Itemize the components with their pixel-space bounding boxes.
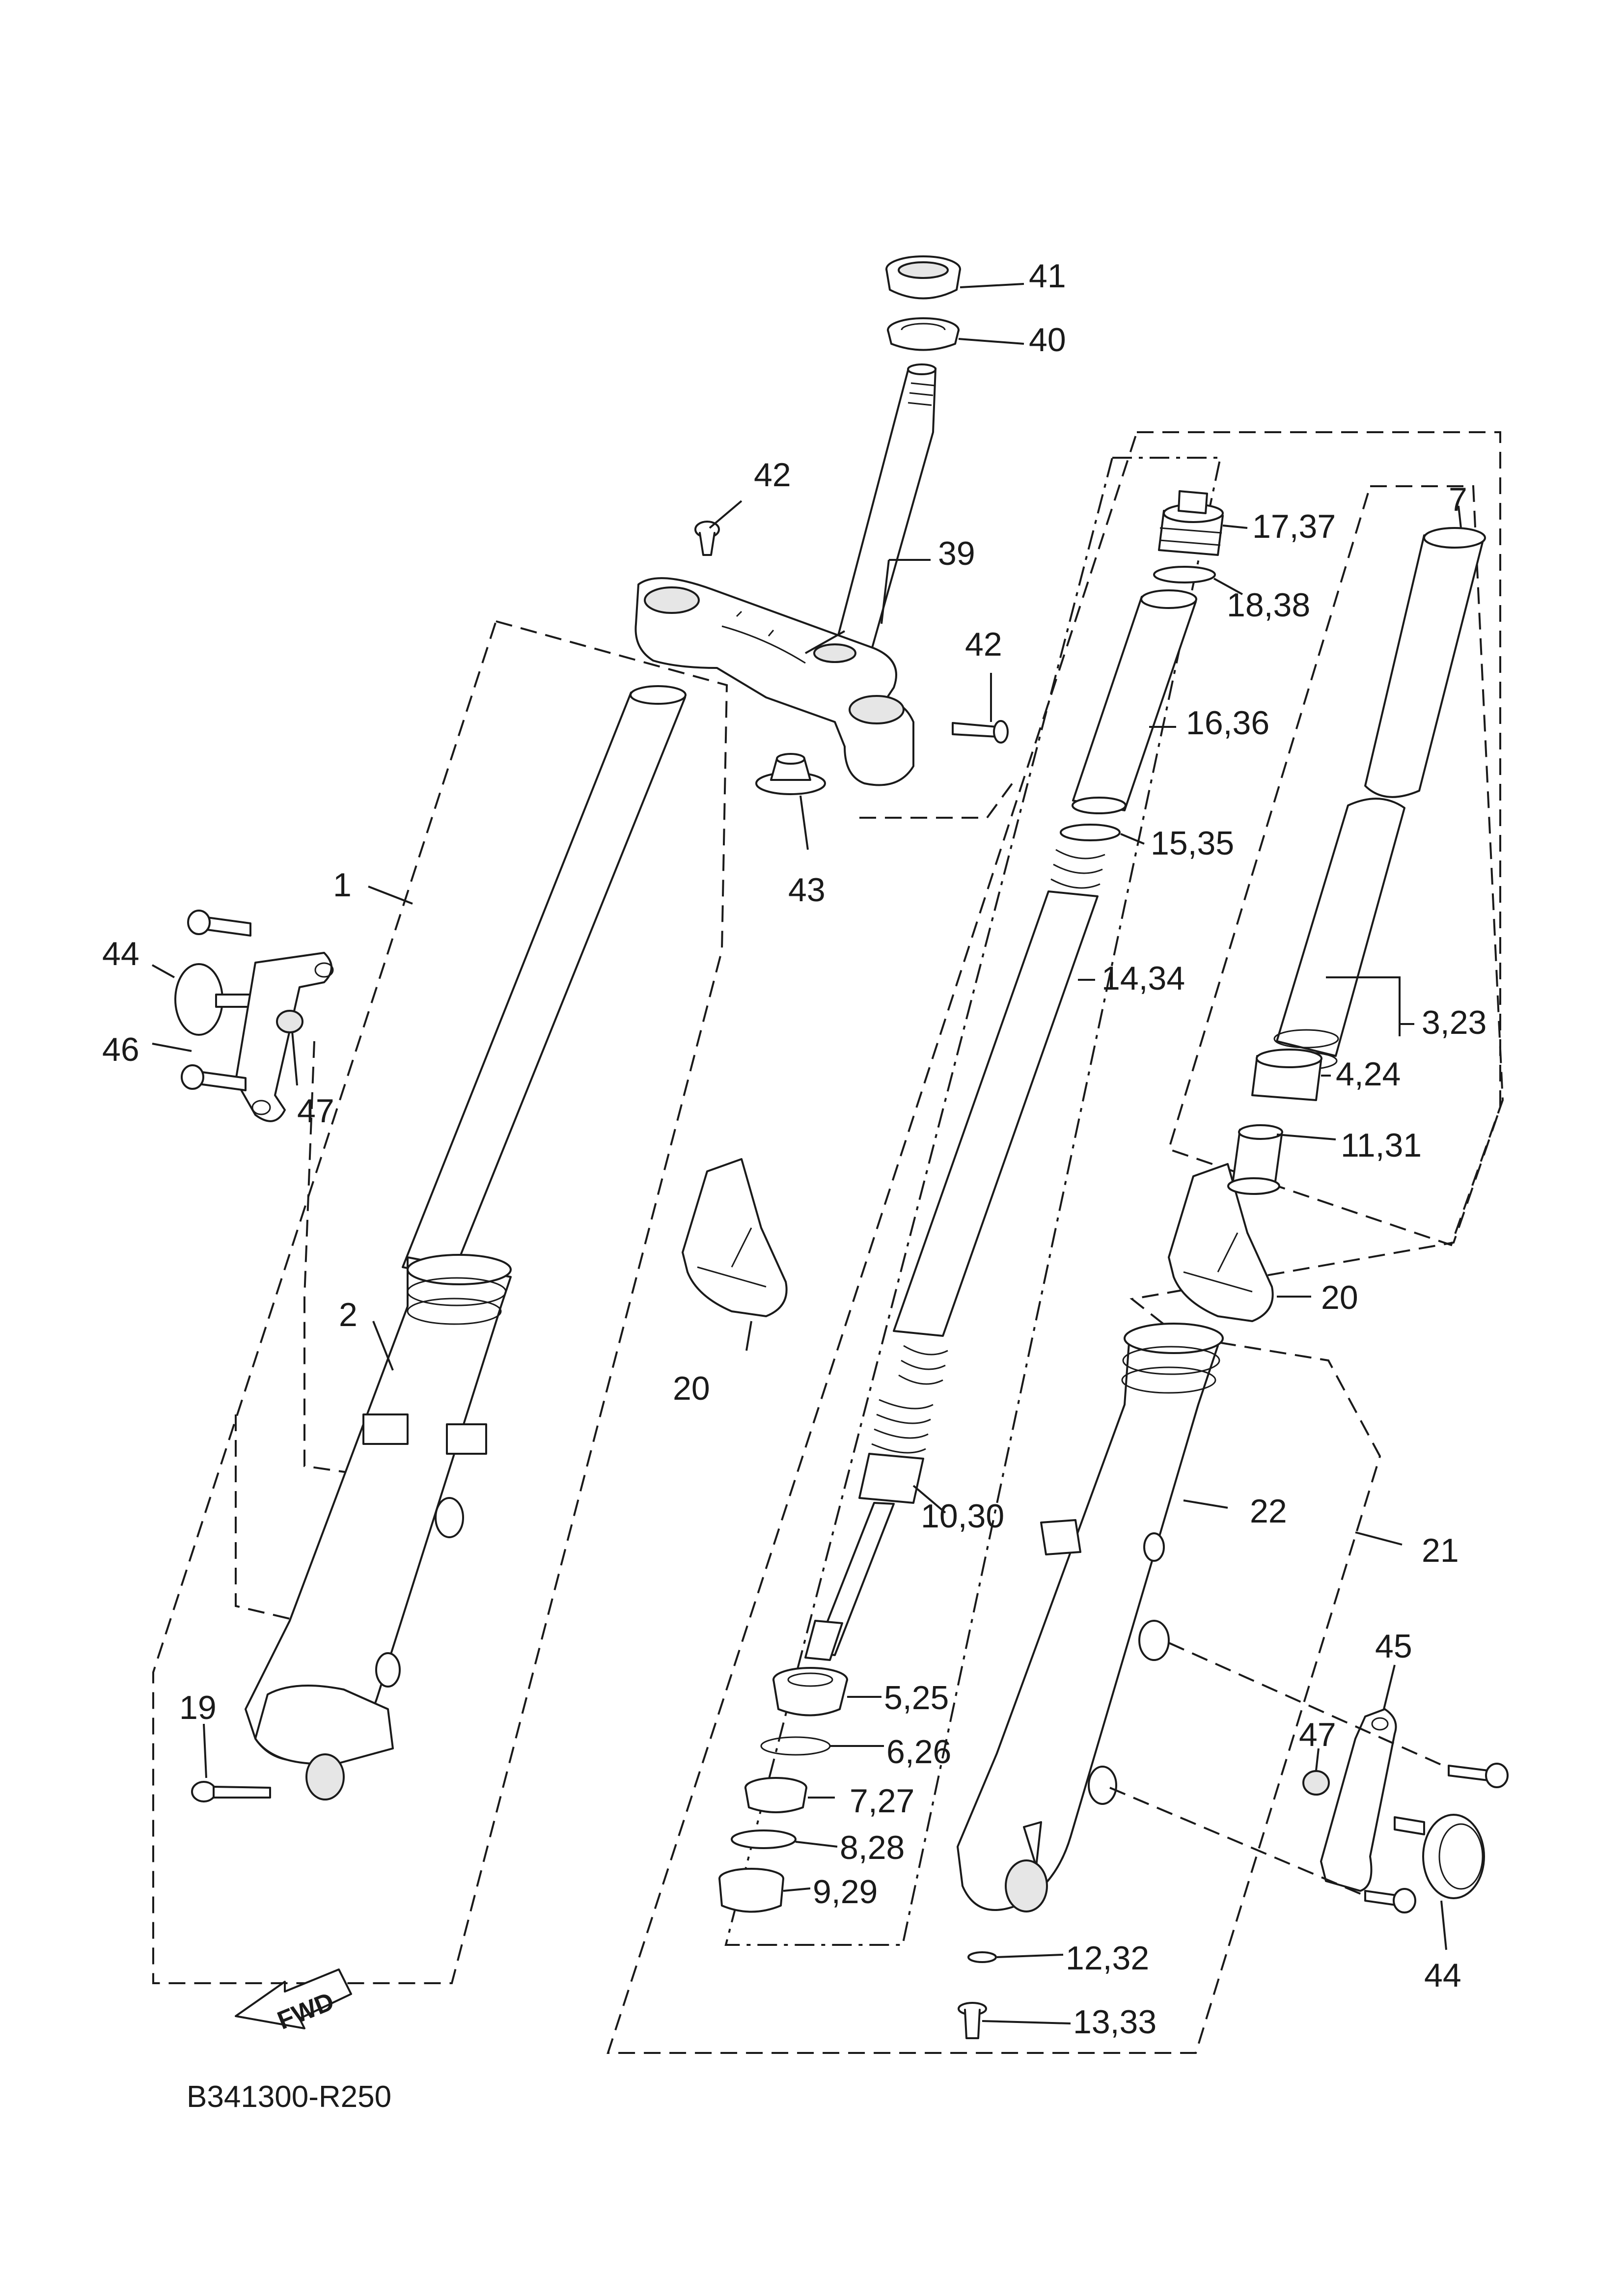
callout-11: 11,31 <box>1341 1127 1422 1164</box>
part-41-bearing <box>885 255 961 300</box>
callout-3: 3,23 <box>1422 1004 1486 1041</box>
fwd-arrow-icon: FWD <box>235 1968 352 2035</box>
part-10-damper-rod <box>804 1399 934 1661</box>
callout-22: 22 <box>1250 1493 1287 1530</box>
callout-1: 1 <box>333 866 352 904</box>
part-42b-bolt <box>952 720 1009 744</box>
part-18-oring <box>1153 566 1216 583</box>
callout-20a: 20 <box>673 1370 710 1407</box>
leader-lines <box>152 283 1462 2024</box>
callout-45: 45 <box>1375 1628 1412 1665</box>
part-7-27-washer <box>744 1777 807 1813</box>
part-8-ring <box>731 1829 797 1849</box>
callout-6: 6,26 <box>886 1733 951 1771</box>
callout-27: 7,27 <box>850 1782 914 1820</box>
part-7-inner-tube <box>1364 527 1486 798</box>
part-42a-bolt <box>694 521 720 556</box>
callout-20b: 20 <box>1321 1279 1358 1316</box>
callout-42b: 42 <box>965 626 1002 663</box>
callout-43: 43 <box>788 871 826 909</box>
bracket-45-link-bottom <box>1109 1787 1366 1897</box>
callout-42a: 42 <box>754 456 791 494</box>
part-39-steering-stem <box>834 363 936 659</box>
part-5-oil-seal <box>772 1667 848 1717</box>
diagram-code: B341300-R250 <box>187 2080 391 2114</box>
callout-13: 13,33 <box>1073 2003 1156 2041</box>
callout-9: 9,29 <box>813 1873 878 1911</box>
part-20b-guard <box>1168 1163 1274 1322</box>
callout-44b: 44 <box>1424 1957 1461 1994</box>
callout-41: 41 <box>1029 257 1066 295</box>
part-22-right-outer-tube <box>957 1323 1224 1912</box>
damper-group-outline <box>724 457 1222 1946</box>
part-45-bracket <box>1320 1708 1397 1892</box>
part-12-washer <box>967 1951 997 1963</box>
part-17-cap-bolt <box>1158 490 1224 556</box>
part-6-clip <box>760 1736 831 1756</box>
part-3-fork-tube <box>1273 798 1405 1070</box>
part-11-piece <box>1227 1124 1283 1195</box>
group-1-outline <box>152 620 728 1984</box>
callout-40: 40 <box>1029 321 1066 359</box>
part-43-nut <box>755 753 826 795</box>
part-right-bolts <box>1364 1763 1509 1913</box>
callout-44a: 44 <box>102 935 139 972</box>
callout-12: 12,32 <box>1066 1939 1149 1977</box>
callout-5: 5,25 <box>884 1679 949 1717</box>
part-left-bolts <box>181 910 251 1091</box>
part-16-spacer <box>1072 589 1197 814</box>
callout-47a: 47 <box>297 1092 334 1130</box>
callout-47b: 47 <box>1299 1716 1336 1753</box>
callout-18: 18,38 <box>1227 586 1310 624</box>
part-15-washer <box>1060 824 1121 841</box>
part-13-bolt <box>958 2002 987 2039</box>
bracket-45-link-top <box>1168 1642 1449 1769</box>
part-47b-nut <box>1302 1770 1330 1796</box>
part-20a-guard <box>682 1158 788 1317</box>
callout-4: 4,24 <box>1336 1055 1401 1093</box>
callout-14: 14,34 <box>1101 960 1185 997</box>
part-14-fork-spring <box>893 849 1105 1385</box>
callout-8: 8,28 <box>840 1829 905 1866</box>
callout-17: 17,37 <box>1252 508 1336 545</box>
handlebar-group-outline <box>859 780 1015 819</box>
callout-15: 15,35 <box>1151 825 1234 862</box>
callout-10: 10,30 <box>921 1497 1004 1535</box>
callout-39: 39 <box>938 535 975 572</box>
callout-21: 21 <box>1422 1532 1459 1569</box>
part-9-bushing <box>718 1868 784 1913</box>
part-40-race <box>887 317 960 351</box>
inner-tube-group-outline <box>1167 485 1504 1246</box>
callout-2: 2 <box>339 1296 358 1333</box>
part-47a-nut <box>276 1010 303 1033</box>
part-44b-reflector <box>1394 1814 1485 1899</box>
callout-46: 46 <box>102 1031 139 1068</box>
part-46-bracket <box>235 952 334 1122</box>
guard-left-lower <box>235 1414 320 1627</box>
callout-19: 19 <box>179 1689 217 1726</box>
part-4-bushing <box>1251 1049 1322 1101</box>
part-2-left-outer-tube <box>245 1254 512 1800</box>
callout-16: 16,36 <box>1186 704 1269 742</box>
callout-7: 7 <box>1449 481 1467 518</box>
part-44a-reflector <box>174 963 256 1036</box>
part-under-bracket <box>634 577 914 786</box>
part-19-bolt <box>191 1781 271 1802</box>
